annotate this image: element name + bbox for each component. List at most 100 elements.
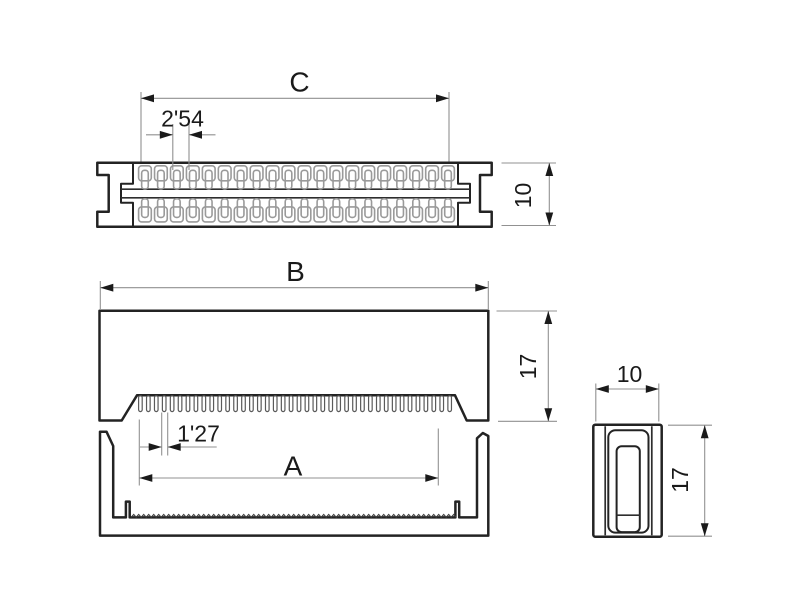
contact-slot bbox=[411, 169, 421, 190]
comb-tooth bbox=[328, 395, 334, 413]
front-view-upper-body bbox=[98, 309, 490, 422]
contact-slot bbox=[300, 169, 309, 190]
comb-tooth bbox=[367, 395, 373, 413]
comb-tooth bbox=[439, 395, 445, 413]
comb-tooth bbox=[145, 395, 151, 413]
contact-slot bbox=[396, 198, 405, 219]
contact-slot bbox=[252, 198, 261, 219]
contact-slot bbox=[204, 198, 213, 219]
comb-tooth bbox=[272, 395, 278, 413]
contact-cell bbox=[185, 206, 200, 223]
comb-tooth bbox=[344, 395, 349, 413]
dim-C: C bbox=[140, 67, 450, 162]
comb-tooth bbox=[423, 395, 429, 413]
contact-cell bbox=[377, 206, 392, 223]
contact-cell bbox=[169, 165, 184, 182]
comb-tooth bbox=[320, 395, 326, 413]
contact-cell bbox=[297, 165, 312, 182]
contact-slot bbox=[443, 198, 453, 219]
comb-tooth bbox=[447, 395, 453, 413]
comb-tooth bbox=[233, 395, 238, 413]
contact-slot bbox=[188, 198, 197, 219]
top-view: C 2'54 10 bbox=[96, 67, 556, 228]
comb-tooth bbox=[383, 395, 389, 413]
contact-cell bbox=[249, 206, 264, 223]
comb-tooth bbox=[256, 395, 262, 413]
dim-17s-label: 17 bbox=[667, 467, 693, 493]
comb-tooth bbox=[249, 395, 254, 413]
contact-slot bbox=[427, 169, 437, 190]
dimension-arrowhead bbox=[700, 425, 709, 439]
contact-slot bbox=[364, 198, 373, 219]
contact-cell bbox=[201, 206, 216, 223]
contact-slot bbox=[284, 198, 293, 219]
comb-tooth bbox=[407, 395, 413, 413]
contact-slot bbox=[172, 169, 181, 190]
dim-height-17-front: 17 bbox=[496, 310, 557, 422]
contact-slot bbox=[316, 169, 325, 190]
comb-tooth bbox=[193, 395, 199, 413]
contact-slot bbox=[284, 169, 293, 190]
contact-slot bbox=[300, 198, 309, 219]
contact-slot bbox=[140, 169, 150, 190]
contact-slot bbox=[396, 169, 405, 190]
comb-tooth bbox=[185, 395, 191, 413]
contact-slot bbox=[411, 198, 421, 219]
contact-cell bbox=[361, 165, 376, 182]
dimension-arrowhead bbox=[544, 311, 553, 324]
comb-tooth bbox=[391, 395, 397, 413]
comb-tooth bbox=[169, 395, 175, 413]
contact-cell bbox=[424, 165, 440, 182]
contact-slot bbox=[204, 169, 213, 190]
contact-slot bbox=[140, 198, 150, 219]
contact-cell bbox=[329, 206, 344, 223]
contact-slot bbox=[220, 198, 229, 219]
comb-tooth bbox=[209, 395, 215, 413]
contact-slot bbox=[236, 198, 245, 219]
contact-cell bbox=[185, 165, 200, 182]
contact-cell bbox=[361, 206, 376, 223]
contact-cell bbox=[408, 165, 424, 182]
front-view-lower-cover bbox=[98, 430, 490, 537]
dim-127-label: 1'27 bbox=[177, 421, 220, 447]
dim-width-10-side: 10 bbox=[595, 361, 660, 422]
comb-tooth bbox=[280, 395, 286, 413]
contact-slot bbox=[188, 169, 197, 190]
contact-slot bbox=[172, 198, 181, 219]
dim-height-10-top: 10 bbox=[501, 162, 556, 227]
comb-tooth bbox=[161, 395, 167, 413]
dimension-arrowhead bbox=[436, 94, 449, 103]
contact-slot bbox=[268, 198, 277, 219]
contact-cell bbox=[313, 206, 328, 223]
front-view-floor-serration bbox=[130, 513, 457, 519]
contact-slot bbox=[268, 169, 277, 190]
dim-height-17-side: 17 bbox=[667, 424, 712, 537]
dimension-arrowhead bbox=[139, 474, 153, 482]
top-view-right-end-wall bbox=[457, 161, 471, 228]
contact-slot bbox=[332, 198, 341, 219]
contact-slot bbox=[316, 198, 325, 219]
contact-slot bbox=[443, 169, 453, 190]
comb-tooth bbox=[288, 395, 294, 413]
comb-tooth bbox=[415, 395, 421, 413]
contact-cell bbox=[233, 206, 248, 223]
dim-A: A bbox=[138, 419, 439, 486]
dim-10top-label: 10 bbox=[510, 183, 536, 209]
dim-B-label: B bbox=[286, 256, 305, 287]
dimension-arrowhead bbox=[700, 523, 709, 537]
top-view-left-end-wall bbox=[120, 161, 134, 228]
contact-cell bbox=[233, 165, 248, 182]
contact-cell bbox=[217, 165, 232, 182]
contact-cell bbox=[408, 206, 424, 223]
contact-cell bbox=[281, 165, 296, 182]
comb-tooth bbox=[304, 395, 310, 413]
comb-tooth bbox=[201, 395, 207, 413]
comb-tooth bbox=[312, 395, 318, 413]
dimension-arrowhead bbox=[141, 94, 154, 103]
contact-slot bbox=[364, 169, 373, 190]
contact-cell bbox=[137, 165, 153, 182]
contact-slot bbox=[380, 169, 389, 190]
contact-cell bbox=[249, 165, 264, 182]
top-view-contact-array bbox=[137, 165, 456, 223]
contact-cell bbox=[169, 206, 184, 223]
